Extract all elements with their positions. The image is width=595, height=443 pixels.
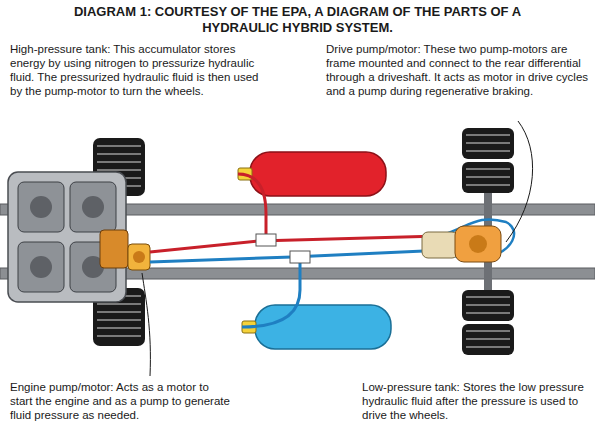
high-pressure-line	[238, 174, 266, 240]
leader-line	[142, 273, 150, 376]
engine-pump-motor	[128, 244, 150, 270]
engine	[8, 172, 128, 302]
callout-note: High-pressure tank: This accumulator sto…	[10, 42, 264, 98]
low-pressure-line	[242, 258, 300, 327]
rear-dual-wheel	[462, 290, 514, 355]
drive-pump-motor	[422, 226, 501, 262]
callout-note: Low-pressure tank: Stores the low pressu…	[362, 380, 590, 422]
low-pressure-tank	[242, 305, 391, 349]
diagram-title: DIAGRAM 1: COURTESY OF THE EPA, A DIAGRA…	[40, 4, 555, 36]
leader-line	[506, 121, 533, 242]
rear-dual-wheel	[462, 128, 514, 193]
low-pressure-line	[150, 250, 446, 262]
callout-note: Engine pump/motor: Acts as a motor to st…	[10, 380, 234, 422]
high-pressure-tank	[238, 152, 386, 196]
line-tee-fitting	[256, 234, 276, 246]
callout-note: Drive pump/motor: These two pump-motors …	[326, 42, 590, 98]
line-tee-fitting	[290, 251, 310, 263]
high-pressure-line	[150, 236, 440, 252]
